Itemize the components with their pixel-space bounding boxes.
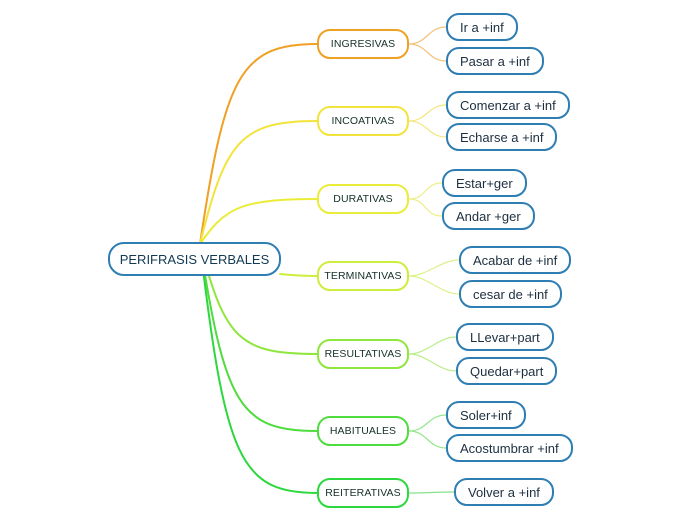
category-ingresivas[interactable]: INGRESIVAS <box>317 29 409 59</box>
branch-line-3 <box>279 273 318 277</box>
category-habituales[interactable]: HABITUALES <box>317 416 409 446</box>
category-durativas[interactable]: DURATIVAS <box>317 184 409 214</box>
leaf-line-1-0 <box>408 104 447 122</box>
leaf-line-5-0 <box>408 414 447 432</box>
subtopic-cesar-de-inf[interactable]: cesar de +inf <box>459 280 562 308</box>
category-reiterativas[interactable]: REITERATIVAS <box>317 478 409 508</box>
subtopic-estar-ger[interactable]: Estar+ger <box>442 169 527 197</box>
leaf-line-0-1 <box>408 43 447 62</box>
leaf-line-5-1 <box>408 430 447 449</box>
subtopic-quedar-part[interactable]: Quedar+part <box>456 357 558 385</box>
leaf-line-3-0 <box>408 259 460 277</box>
leaf-line-4-1 <box>408 353 457 372</box>
category-terminativas[interactable]: TERMINATIVAS <box>317 261 409 291</box>
leaf-line-0-0 <box>408 26 447 45</box>
branch-line-0 <box>199 43 318 245</box>
subtopic-llevar-part[interactable]: LLevar+part <box>456 323 554 351</box>
category-incoativas[interactable]: INCOATIVAS <box>317 106 409 136</box>
branch-line-1 <box>199 120 318 245</box>
branch-line-5 <box>199 243 318 432</box>
root-topic[interactable]: PERIFRASIS VERBALES <box>108 242 281 276</box>
branch-line-2 <box>199 198 318 245</box>
branch-line-6 <box>199 243 318 494</box>
category-resultativas[interactable]: RESULTATIVAS <box>317 339 409 369</box>
subtopic-soler-inf[interactable]: Soler+inf <box>446 401 526 429</box>
subtopic-pasar-a-inf[interactable]: Pasar a +inf <box>446 47 544 75</box>
subtopic-comenzar-a-inf[interactable]: Comenzar a +inf <box>446 91 570 119</box>
subtopic-andar-ger[interactable]: Andar +ger <box>442 202 535 230</box>
subtopic-volver-a-inf[interactable]: Volver a +inf <box>454 478 554 506</box>
leaf-line-2-1 <box>408 198 443 217</box>
leaf-line-2-0 <box>408 182 443 200</box>
subtopic-acostumbrar-inf[interactable]: Acostumbrar +inf <box>446 434 573 462</box>
leaf-line-6-0 <box>408 491 455 494</box>
subtopic-acabar-de-inf[interactable]: Acabar de +inf <box>459 246 572 274</box>
leaf-line-3-1 <box>408 275 460 295</box>
leaf-line-1-1 <box>408 120 447 138</box>
subtopic-echarse-a-inf[interactable]: Echarse a +inf <box>446 123 558 151</box>
leaf-line-4-0 <box>408 336 457 355</box>
subtopic-ir-a-inf[interactable]: Ir a +inf <box>446 13 518 41</box>
